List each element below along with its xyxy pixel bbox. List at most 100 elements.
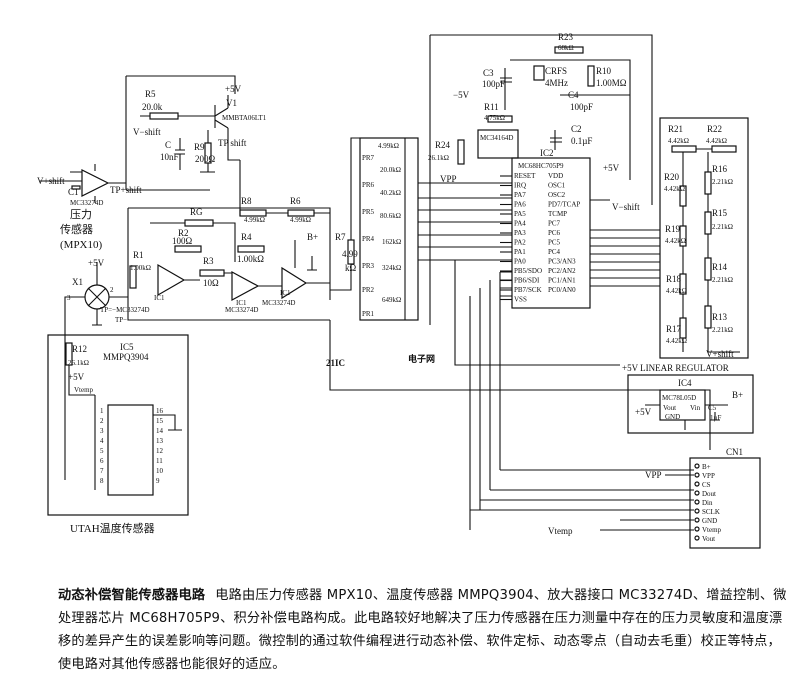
ic2-right-pin: TCMP [548,210,567,218]
ic2-label: IC2 [540,148,554,158]
circuit-schematic: V+shift C1 MC33274D TP+shift +5V R5 20.0… [37,32,761,549]
ic2-left-pin: PA6 [514,201,526,209]
r21-value: 4.42kΩ [668,137,689,145]
amplifier-stage: RG R2 100Ω R1 1.00kΩ IC1 R3 10Ω R4 1.00k… [100,160,331,324]
cn1-pin-label: Vtemp [702,526,722,534]
ic2-right-pin: PC0/AN0 [548,286,576,294]
r5-label: R5 [145,89,156,99]
r4-value: 1.00kΩ [237,254,264,264]
figure-caption: 动态补偿智能传感器电路电路由压力传感器 MPX10、温度传感器 MMPQ3904… [58,584,788,676]
ic1a-label: IC1 [154,294,165,302]
ic5-pin-number: 15 [156,417,164,425]
ic2-right-pin: PC3/AN3 [548,258,576,266]
cn1-pin-label: CS [702,481,711,489]
ic1b-label: IC1 [236,299,247,307]
c1-label: C1 [68,187,79,197]
sensor-model: (MPX10) [60,239,103,251]
mc33274d-top-label: MC33274D [70,199,103,207]
svg-text:3: 3 [67,294,71,302]
ic2-right-pin: VDD [548,172,563,180]
ic2-left-pin: RESET [514,172,536,180]
pr-value-5: 324kΩ [382,264,401,272]
r1-value: 1.00kΩ [130,264,151,272]
ic2-left-pin: PA7 [514,191,526,199]
ic2-left-pin: PB5/SDO [514,267,542,275]
plus5v-ic5-label: +5V [68,372,85,382]
cn1-pin-label: SCLK [702,508,720,516]
r21-label: R21 [668,124,683,134]
r17-value: 4.42kΩ [666,337,687,345]
pr-value-1: 20.0kΩ [380,166,401,174]
cn1-pin-dot [694,490,700,496]
r22-value: 4.42kΩ [706,137,727,145]
linear-reg-title: +5V LINEAR REGULATOR [622,363,729,373]
r9-value: 200Ω [195,154,216,164]
ic2-right-pin: PC4 [548,248,561,256]
watermark-site: 电子网 [408,353,435,364]
pr-name-4: PR3 [362,262,375,270]
r10-value: 1.00MΩ [596,78,627,88]
pr-value-2: 40.2kΩ [380,189,401,197]
c3-value: 100pF [482,79,505,89]
vshift-mid-label: V−shift [133,127,161,137]
r2-value: 100Ω [172,236,193,246]
ic4-gnd: GND [665,413,680,421]
r23-label: R23 [558,32,574,42]
r11-value: 4.75kΩ [484,114,505,122]
cn1-pin-dot [694,535,700,541]
ic5-part: MMPQ3904 [103,352,149,362]
r4-label: R4 [241,232,252,242]
watermark: 21IC 电子网 [326,353,435,368]
c5-label: C5 [708,404,717,412]
linear-regulator: +5V LINEAR REGULATOR IC4 MC78L05D Vout V… [622,363,754,434]
r8-label: R8 [241,196,252,206]
plus5v-top-label: +5V [225,84,242,94]
ic5-pin-number: 5 [100,447,104,455]
r6-label: R6 [290,196,301,206]
resistor-network: R21 4.42kΩ R22 4.42kΩ R20 4.42kΩ R16 2.2… [659,117,749,359]
cn1-pin-label: B+ [702,463,711,471]
r7-value: 4.99 [342,249,358,259]
ic1c-label: IC1 [280,289,291,297]
ic5-pin-number: 16 [156,407,164,415]
vshift-left-label: V+shift [37,176,65,186]
r14-label: R14 [712,262,728,272]
ic2-left-pins: RESETIRQPA7PA6PA5PA4PA3PA2PA1PA0PB5/SDOP… [500,172,542,304]
r14-value: 2.21kΩ [712,276,733,284]
rg-label: RG [190,207,203,217]
cn1-pin-dot [694,472,700,478]
pr-value-3: 80.6kΩ [380,212,401,220]
vtemp-ic5-label: Vtemp [74,386,94,394]
cn1-label: CN1 [726,447,743,457]
ic5-pin-number: 10 [156,467,164,475]
cn1-pin-dot [694,463,700,469]
ic4-vout: Vout [663,404,676,412]
r20-value: 4.42kΩ [664,185,685,193]
ic5-pin-number: 1 [100,407,104,415]
plus5v-ic2-label: +5V [603,163,620,173]
c2-value: 0.1µF [571,136,592,146]
r13-value: 2.21kΩ [712,326,733,334]
cn1-pin-label: Vout [702,535,715,543]
r5-value: 20.0k [142,102,163,112]
vtemp-label: Vtemp [548,526,573,536]
r10-label: R10 [596,66,612,76]
ic2-right-pin: PC2/AN2 [548,267,576,275]
ic2-left-pin: PA0 [514,258,526,266]
ic2-right-pins: VDDOSC1OSC2PD7/TCAPTCMPPC7PC6PC5PC4PC3/A… [548,172,580,294]
ic5-pin-number: 9 [156,477,160,485]
tp-shift2-label: TP shift [218,138,247,148]
mc-ic1b-label: MC33274D [225,306,258,314]
r24-value: 26.1kΩ [428,154,449,162]
ic4-vin: Vin [690,404,701,412]
ic2-right-pin: PD7/TCAP [548,201,580,209]
cn1-pin-dot [694,499,700,505]
ic2-right-pin: PC6 [548,229,561,237]
caption-body: 电路由压力传感器 MPX10、温度传感器 MMPQ3904、放大器接口 MC33… [58,588,787,672]
utah-label: UTAH温度传感器 [70,521,155,535]
c-label: C [165,140,171,150]
ic2-right-pin: PC5 [548,239,561,247]
ic5-pin-number: 13 [156,437,164,445]
